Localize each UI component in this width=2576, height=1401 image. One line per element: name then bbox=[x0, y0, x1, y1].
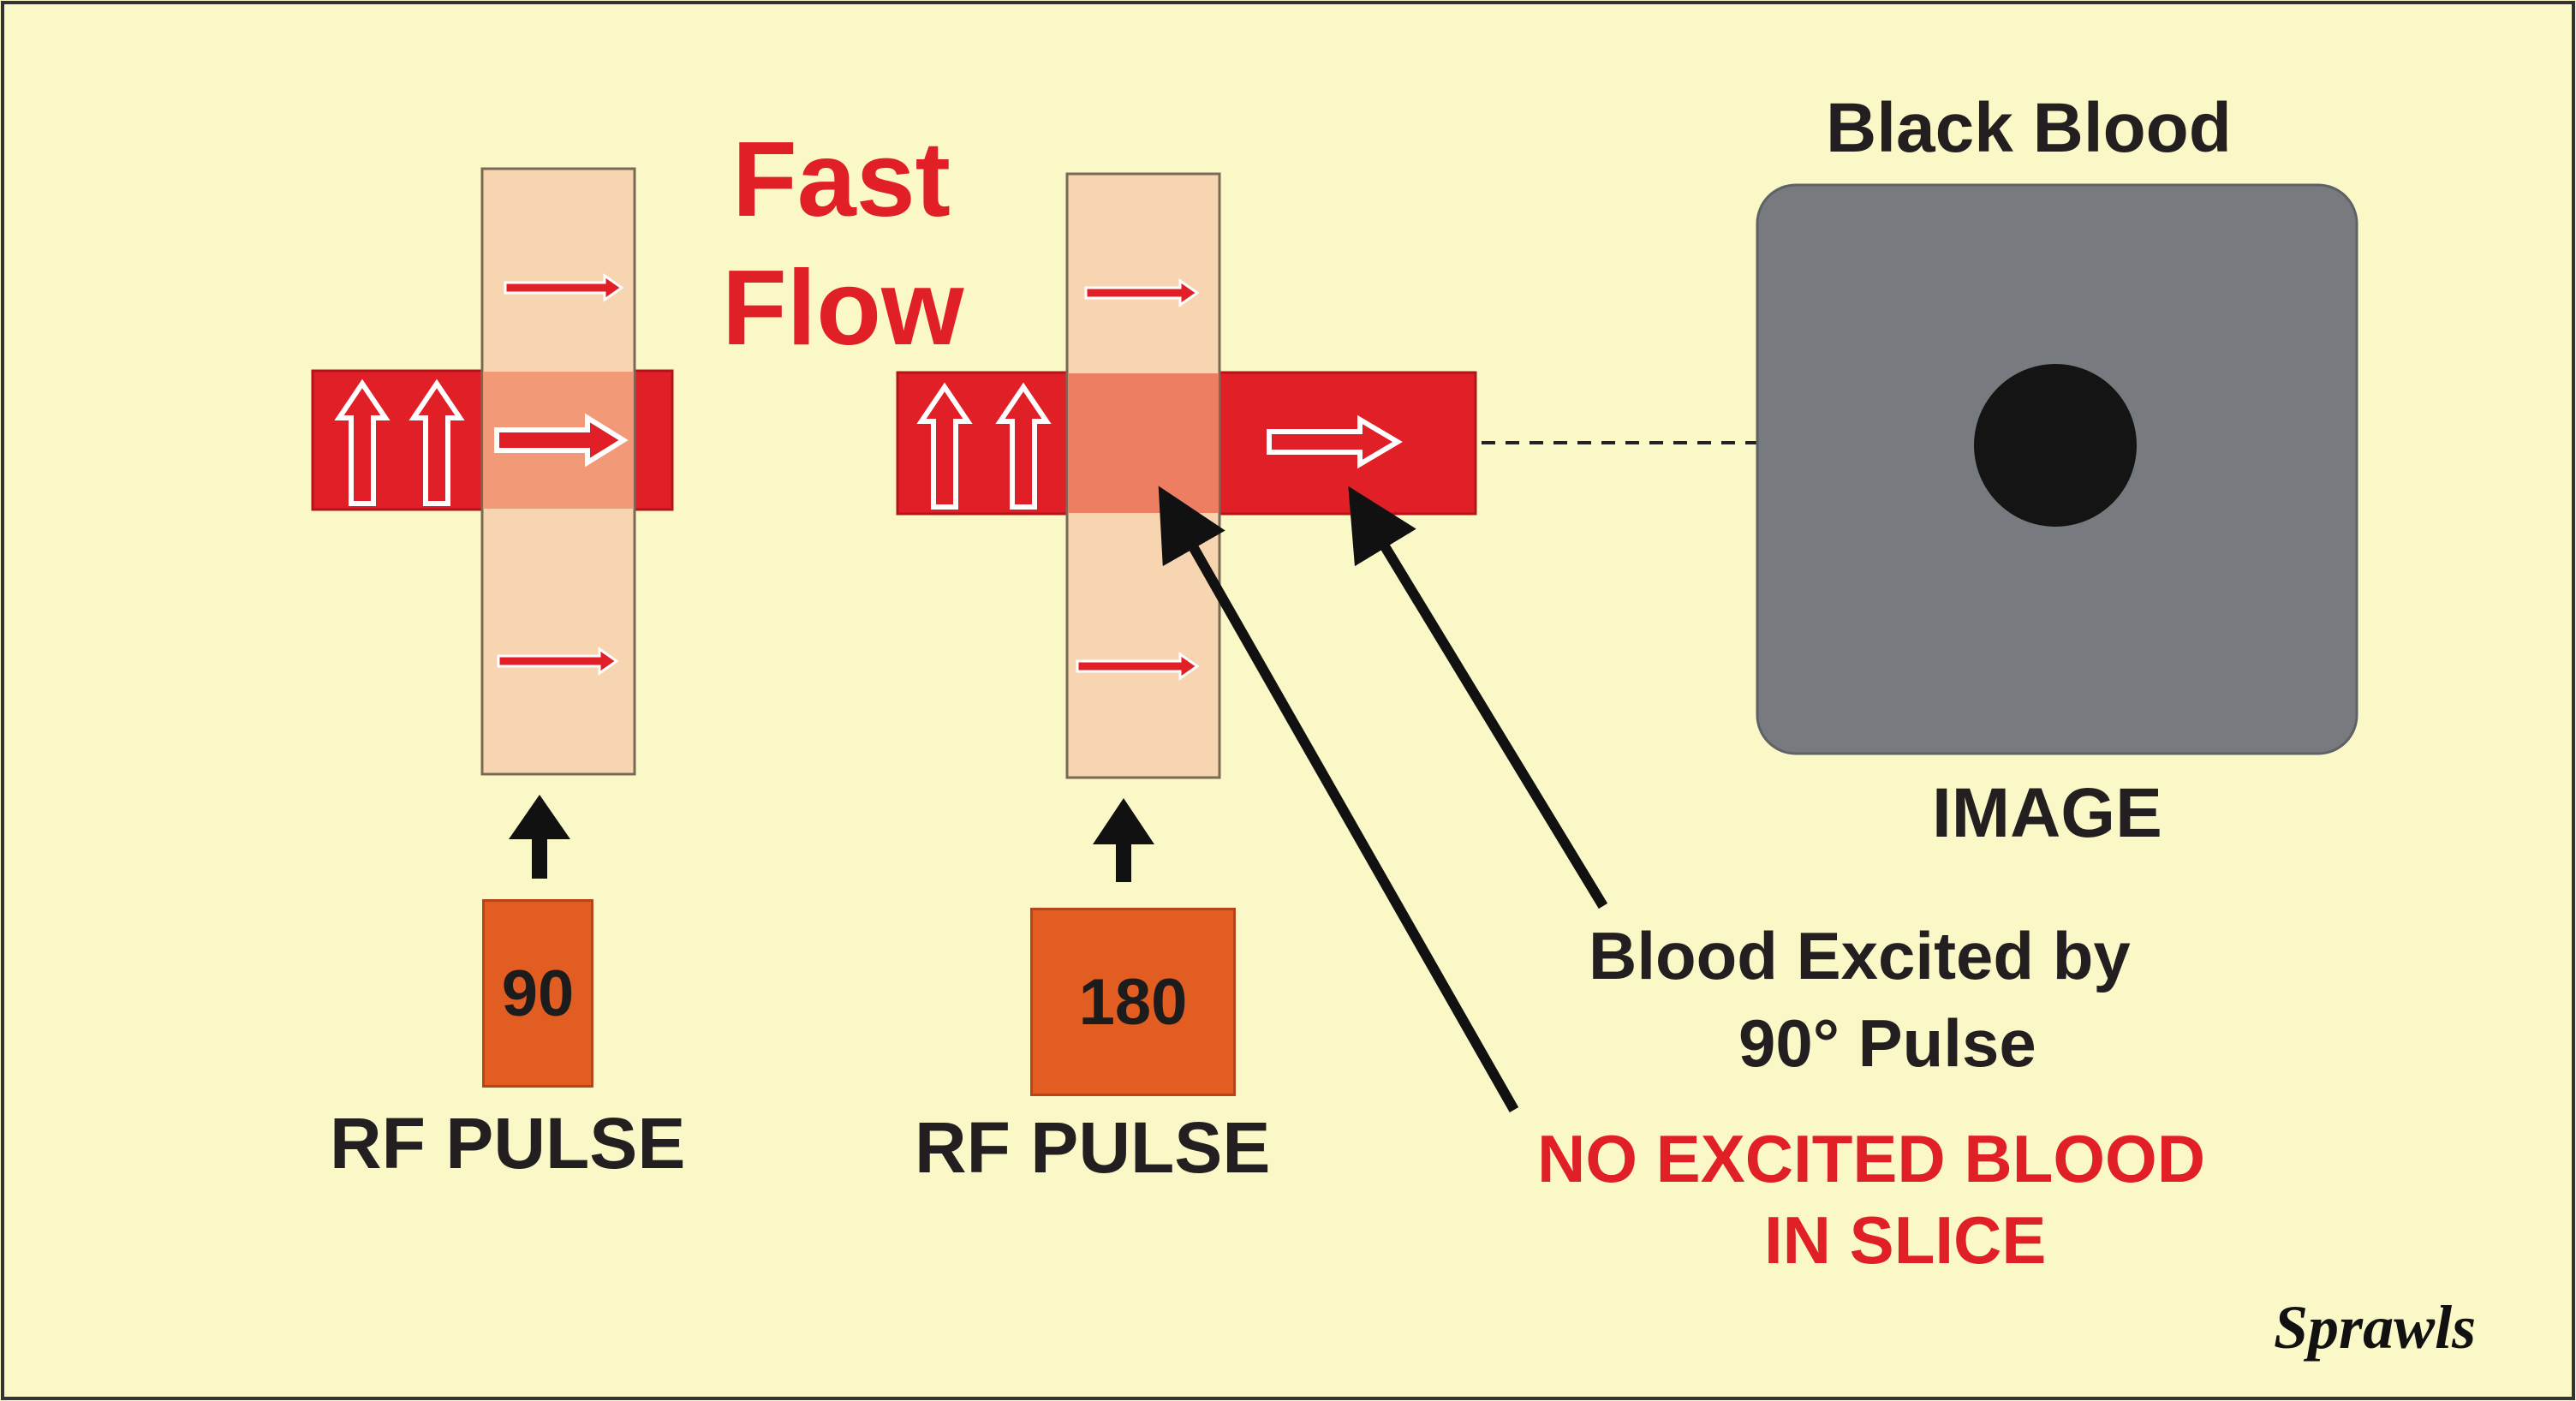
black-blood-vessel bbox=[1974, 364, 2137, 527]
vessel-assembly-right bbox=[896, 172, 1941, 1112]
pointer-arrow-no-excited bbox=[1158, 486, 1519, 1112]
rf-pulse-caption-1: RF PULSE bbox=[330, 1103, 686, 1183]
vessel-assembly-left bbox=[311, 167, 674, 879]
flow-up-arrow-icon bbox=[334, 379, 391, 506]
pulse-box-180: 180 bbox=[1030, 908, 1236, 1096]
slice-overlap-right bbox=[1068, 373, 1219, 513]
flow-right-arrow-icon bbox=[1267, 414, 1403, 469]
no-excited-label-line-1: NO EXCITED BLOOD bbox=[1537, 1121, 2206, 1196]
image-heading: Black Blood bbox=[1826, 89, 2232, 167]
no-excited-label-line-2: IN SLICE bbox=[1764, 1202, 2047, 1278]
pulse-box-90: 90 bbox=[482, 899, 593, 1088]
magnetization-arrow-icon bbox=[497, 647, 619, 676]
rf-pulse-caption-2: RF PULSE bbox=[915, 1107, 1271, 1188]
magnetization-arrow-icon bbox=[1076, 652, 1200, 681]
flow-up-arrow-icon bbox=[408, 379, 465, 506]
pulse-arrow-icon bbox=[1093, 798, 1154, 882]
author-signature: Sprawls bbox=[2274, 1293, 2477, 1362]
flow-up-arrow-icon bbox=[916, 382, 973, 510]
flow-up-arrow-icon bbox=[995, 382, 1052, 510]
image-panel bbox=[1756, 183, 2358, 755]
title-line-2: Flow bbox=[722, 249, 964, 367]
pointer-arrow-excited bbox=[1348, 486, 1608, 909]
magnetization-arrow-icon bbox=[1084, 278, 1200, 307]
image-caption: IMAGE bbox=[1932, 774, 2162, 852]
magnetization-arrow-icon bbox=[504, 273, 624, 302]
excited-label-line-2: 90° Pulse bbox=[1738, 1005, 2036, 1081]
pulse-arrow-icon bbox=[509, 795, 570, 879]
excited-label-line-1: Blood Excited by bbox=[1589, 918, 2131, 993]
title-line-1: Fast bbox=[732, 121, 951, 239]
flow-right-arrow-icon bbox=[494, 413, 629, 468]
